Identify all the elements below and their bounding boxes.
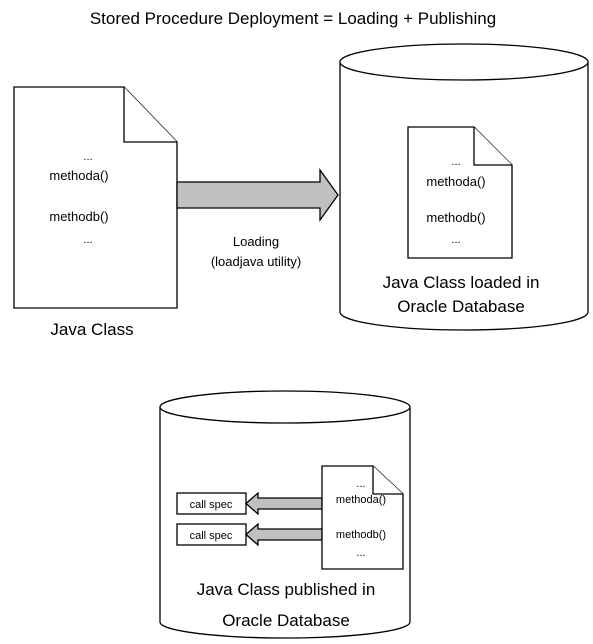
loading-utility-label: (loadjava utility) [211, 254, 301, 269]
loaded-class-line-4: ... [451, 234, 460, 246]
java-class-document: ... methoda() methodb() ... [13, 86, 178, 309]
loaded-db-caption-2: Oracle Database [397, 297, 525, 316]
java-class-line-1: ... [83, 151, 92, 163]
published-db-caption-2: Oracle Database [222, 611, 350, 630]
java-class-caption: Java Class [50, 320, 133, 339]
loaded-class-line-1: ... [451, 156, 460, 168]
published-database-cylinder [159, 390, 411, 639]
published-class-document: ... methoda() methodb() ... [321, 465, 404, 570]
loading-arrow [176, 167, 339, 223]
diagram-title: Stored Procedure Deployment = Loading + … [90, 9, 496, 28]
loaded-class-line-3: methodb() [426, 210, 485, 225]
loaded-db-caption-1: Java Class loaded in [383, 273, 540, 292]
published-db-caption-1: Java Class published in [197, 580, 376, 599]
published-class-line-4: ... [356, 547, 365, 559]
loaded-class-line-2: methoda() [426, 174, 485, 189]
loaded-class-document: ... methoda() methodb() ... [407, 126, 513, 259]
loading-label: Loading [233, 234, 279, 249]
java-class-line-2: methoda() [49, 168, 108, 183]
call-spec-box-2: call spec [176, 523, 247, 546]
call-spec-box-1: call spec [176, 492, 247, 515]
published-class-line-3: methodb() [336, 529, 386, 541]
call-spec-label-1: call spec [190, 499, 233, 511]
call-spec-label-2: call spec [190, 530, 233, 542]
java-class-line-3: methodb() [49, 209, 108, 224]
published-class-line-1: ... [356, 478, 365, 490]
published-class-line-2: methoda() [336, 494, 386, 506]
java-class-line-4: ... [83, 234, 92, 246]
